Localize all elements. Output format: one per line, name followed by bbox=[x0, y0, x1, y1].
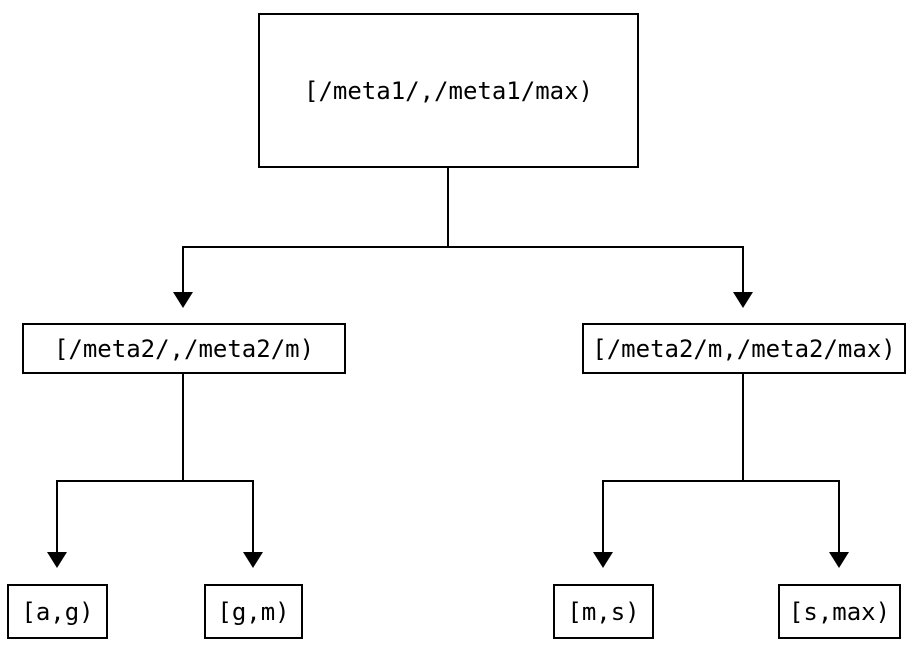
leaf-smax-drop-line bbox=[838, 482, 840, 552]
tree-leaf-ag: [a,g) bbox=[7, 584, 108, 639]
tree-node-meta2-high: [/meta2/m,/meta2/max) bbox=[582, 323, 906, 374]
left-node-stem-line bbox=[182, 374, 184, 482]
level1-branch-line bbox=[182, 246, 744, 248]
tree-leaf-ag-label: [a,g) bbox=[21, 597, 94, 626]
arrow-down-icon bbox=[243, 552, 263, 568]
arrow-down-icon bbox=[593, 552, 613, 568]
leaf-ag-drop-line bbox=[56, 482, 58, 552]
tree-node-meta2-high-label: [/meta2/m,/meta2/max) bbox=[592, 334, 896, 363]
level1-left-drop-line bbox=[182, 248, 184, 292]
arrow-down-icon bbox=[173, 292, 193, 308]
arrow-down-icon bbox=[829, 552, 849, 568]
tree-node-root: [/meta1/,/meta1/max) bbox=[258, 13, 639, 168]
tree-leaf-smax: [s,max) bbox=[778, 584, 901, 639]
tree-leaf-smax-label: [s,max) bbox=[788, 597, 891, 626]
arrow-down-icon bbox=[47, 552, 67, 568]
level1-right-drop-line bbox=[742, 248, 744, 292]
tree-node-meta2-low: [/meta2/,/meta2/m) bbox=[22, 323, 346, 374]
level2-right-branch-line bbox=[602, 480, 840, 482]
tree-node-meta2-low-label: [/meta2/,/meta2/m) bbox=[53, 334, 315, 363]
leaf-ms-drop-line bbox=[602, 482, 604, 552]
root-stem-line bbox=[447, 168, 449, 248]
level2-left-branch-line bbox=[56, 480, 254, 482]
arrow-down-icon bbox=[733, 292, 753, 308]
tree-leaf-ms-label: [m,s) bbox=[567, 597, 640, 626]
tree-leaf-gm: [g,m) bbox=[204, 584, 303, 639]
tree-leaf-ms: [m,s) bbox=[553, 584, 654, 639]
right-node-stem-line bbox=[742, 374, 744, 482]
tree-leaf-gm-label: [g,m) bbox=[217, 597, 290, 626]
tree-node-root-label: [/meta1/,/meta1/max) bbox=[304, 76, 593, 105]
leaf-gm-drop-line bbox=[252, 482, 254, 552]
